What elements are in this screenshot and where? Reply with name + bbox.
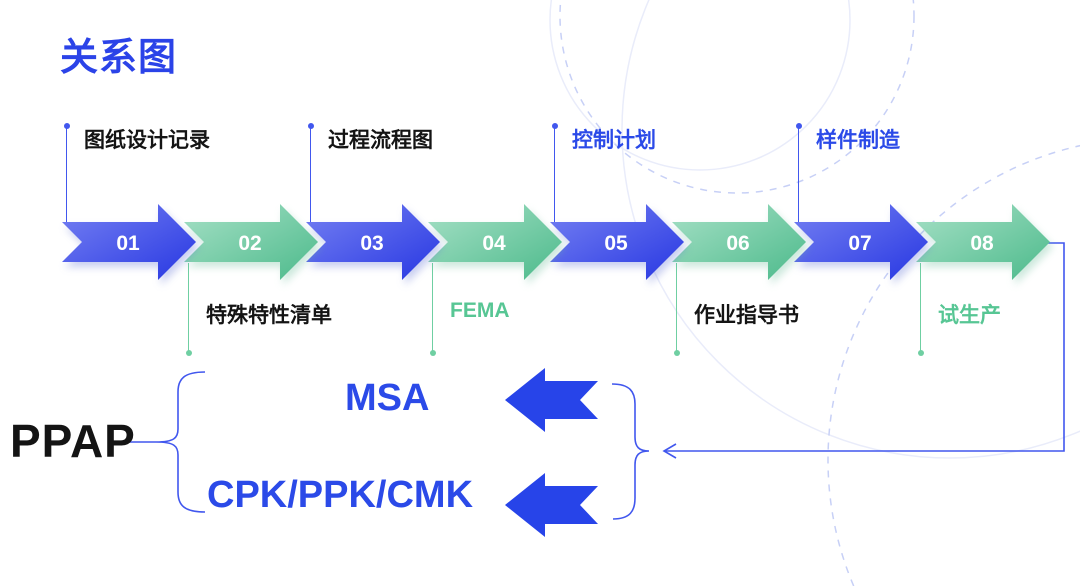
step-connector-dot — [918, 350, 924, 356]
decor-dashed-circle-right — [827, 144, 1080, 586]
flow-step-number: 07 — [848, 232, 871, 255]
flow-step-arrow-01: 01 — [62, 204, 196, 280]
step-label-03: 过程流程图 — [328, 129, 433, 152]
step-label-01: 图纸设计记录 — [84, 129, 210, 152]
feedback-connector-line — [664, 242, 1065, 452]
step-label-04: FEMA — [450, 299, 510, 322]
flow-step-arrow-05: 05 — [550, 204, 684, 280]
flow-step-number: 02 — [238, 232, 261, 255]
flow-step-number: 01 — [116, 232, 140, 255]
step-connector-line — [798, 127, 799, 222]
flow-step-number: 08 — [970, 232, 994, 255]
step-connector-line — [432, 263, 433, 351]
step-connector-dot — [552, 123, 558, 129]
step-connector-line — [66, 127, 67, 222]
step-connector-line — [310, 127, 311, 222]
flow-step-arrow-08: 08 — [916, 204, 1050, 280]
page-title: 关系图 — [60, 37, 178, 79]
step-label-02: 特殊特性清单 — [206, 304, 332, 327]
ppap-label: PPAP — [10, 415, 136, 467]
ppap-item-cpk: CPK/PPK/CMK — [207, 474, 474, 516]
step-connector-dot — [64, 123, 70, 129]
step-label-06: 作业指导书 — [694, 304, 799, 327]
step-connector-line — [676, 263, 677, 351]
flow-step-number: 03 — [360, 232, 383, 255]
step-label-08: 试生产 — [938, 304, 1001, 327]
flow-step-number: 04 — [482, 232, 506, 255]
step-connector-dot — [674, 350, 680, 356]
step-connector-line — [920, 263, 921, 351]
flow-step-arrow-04: 04 — [428, 204, 562, 280]
decor-faint-circle-top — [549, 0, 851, 171]
flow-step-arrow-02: 02 — [184, 204, 318, 280]
cpk-left-arrow-icon — [505, 473, 598, 537]
step-label-07: 样件制造 — [816, 129, 900, 152]
step-connector-dot — [308, 123, 314, 129]
flow-step-arrow-06: 06 — [672, 204, 806, 280]
ppap-item-msa: MSA — [345, 377, 430, 419]
flow-step-arrow-03: 03 — [306, 204, 440, 280]
msa-left-arrow-icon — [505, 368, 598, 432]
step-connector-line — [554, 127, 555, 222]
step-connector-dot — [186, 350, 192, 356]
decor-faint-circle-right — [621, 0, 1080, 459]
step-connector-dot — [796, 123, 802, 129]
step-label-05: 控制计划 — [572, 129, 656, 152]
flow-step-number: 05 — [604, 232, 628, 255]
step-connector-line — [188, 263, 189, 351]
brace-right — [611, 383, 650, 520]
flow-step-arrow-07: 07 — [794, 204, 928, 280]
decor-dashed-circle-top — [559, 0, 915, 194]
ppap-brace-left — [155, 371, 206, 513]
feedback-connector-arrowhead-icon — [662, 443, 677, 459]
step-connector-dot — [430, 350, 436, 356]
flow-step-number: 06 — [726, 232, 749, 255]
